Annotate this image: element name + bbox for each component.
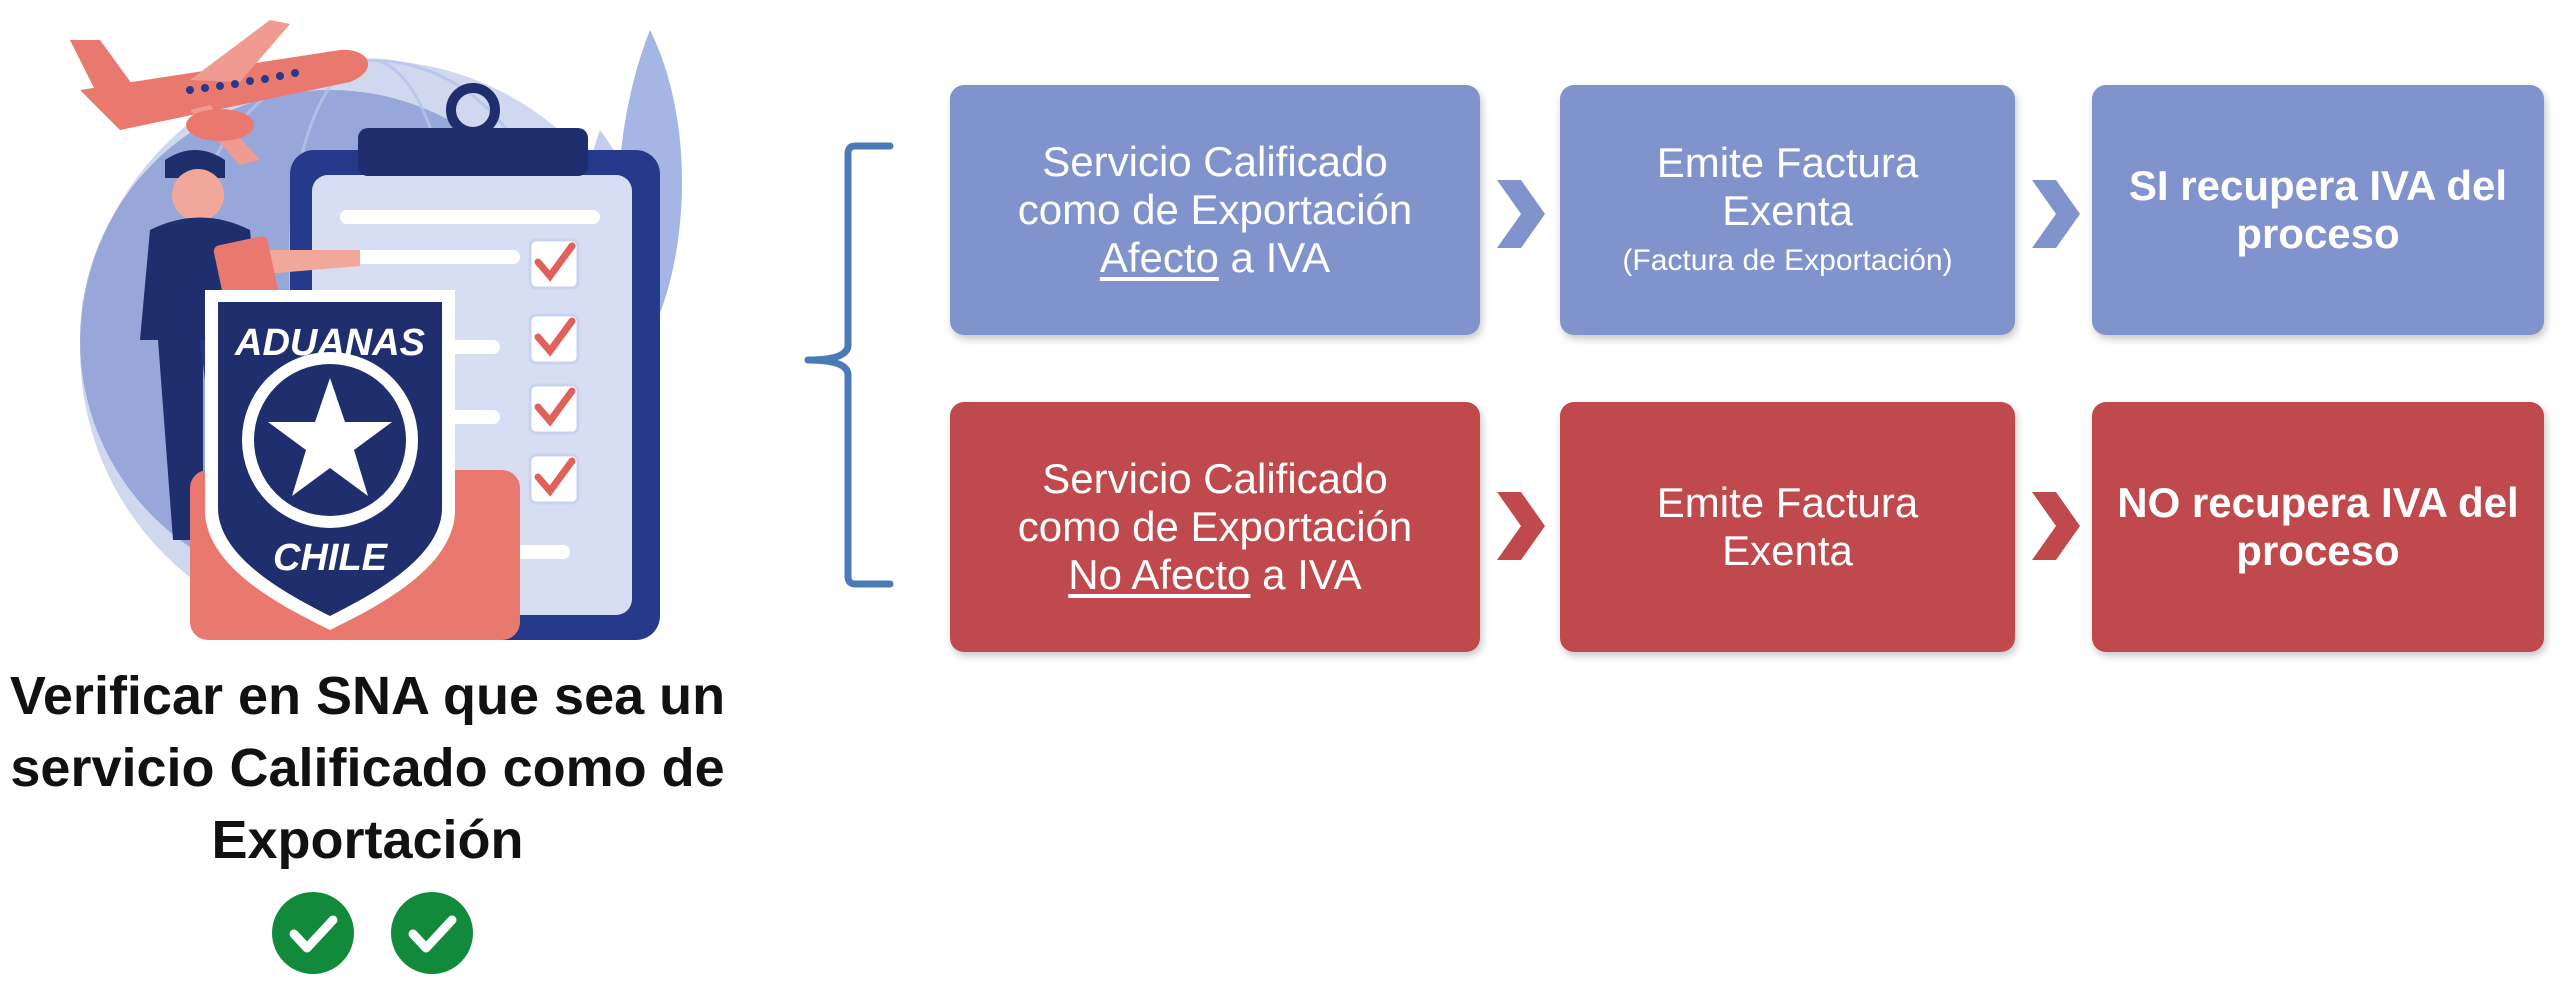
chevron-right-icon bbox=[2032, 180, 2080, 248]
aduanas-shield-logo: ADUANAS CHILE bbox=[205, 290, 455, 630]
airplane-icon bbox=[70, 20, 369, 165]
box-line: Afecto a IVA bbox=[1100, 234, 1330, 282]
box-line: como de Exportación bbox=[1017, 186, 1413, 233]
checkbox-icons bbox=[528, 238, 580, 505]
clipboard-clip-ring bbox=[446, 83, 500, 137]
check-icons bbox=[272, 892, 473, 974]
box-no-recupera-iva: NO recupera IVA del proceso bbox=[2092, 402, 2544, 652]
underlined-term: No Afecto bbox=[1068, 551, 1251, 598]
box-line: No Afecto a IVA bbox=[1068, 551, 1361, 599]
svg-text:ADUANAS: ADUANAS bbox=[234, 322, 425, 364]
box-line-rest: a IVA bbox=[1218, 234, 1331, 281]
caption-line: Verificar en SNA que sea un bbox=[9, 666, 726, 726]
underlined-term: Afecto bbox=[1099, 234, 1219, 281]
box-line: Servicio Calificado bbox=[1042, 138, 1388, 185]
check-circle-icon bbox=[391, 892, 473, 974]
clipboard-clip bbox=[358, 128, 588, 176]
box-line: Exenta bbox=[1722, 527, 1853, 574]
box-line: proceso bbox=[2236, 527, 2400, 574]
box-line-rest: a IVA bbox=[1250, 551, 1362, 598]
chevron-right-icon bbox=[2032, 492, 2080, 560]
caption-line: Exportación bbox=[211, 810, 524, 870]
box-servicio-afecto: Servicio Calificado como de Exportación … bbox=[950, 85, 1480, 335]
box-line: Servicio Calificado bbox=[1042, 455, 1388, 502]
box-line: proceso bbox=[2236, 210, 2400, 257]
box-si-recupera-iva: SI recupera IVA del proceso bbox=[2092, 85, 2544, 335]
box-line: SI recupera IVA del bbox=[2128, 162, 2508, 209]
box-line: Emite Factura bbox=[1656, 479, 1919, 526]
curly-brace bbox=[804, 142, 894, 588]
customs-checklist-illustration: ADUANAS CHILE bbox=[70, 20, 683, 640]
box-line: como de Exportación bbox=[1017, 503, 1413, 550]
caption-line: servicio Calificado como de bbox=[10, 738, 725, 798]
box-emite-factura-exenta-no-afecto: Emite Factura Exenta bbox=[1560, 402, 2015, 652]
box-emite-factura-exenta: Emite Factura Exenta (Factura de Exporta… bbox=[1560, 85, 2015, 335]
chevron-right-icon bbox=[1497, 492, 1545, 560]
box-line: Emite Factura bbox=[1656, 139, 1919, 186]
check-circle-icon bbox=[272, 892, 354, 974]
chevron-right-icon bbox=[1497, 180, 1545, 248]
svg-text:CHILE: CHILE bbox=[273, 537, 389, 579]
box-servicio-no-afecto: Servicio Calificado como de Exportación … bbox=[950, 402, 1480, 652]
caption-text: Verificar en SNA que sea un servicio Cal… bbox=[0, 660, 735, 876]
box-note: (Factura de Exportación) bbox=[1622, 244, 1953, 277]
box-line: Exenta bbox=[1722, 187, 1853, 234]
box-line: NO recupera IVA del bbox=[2117, 479, 2519, 526]
